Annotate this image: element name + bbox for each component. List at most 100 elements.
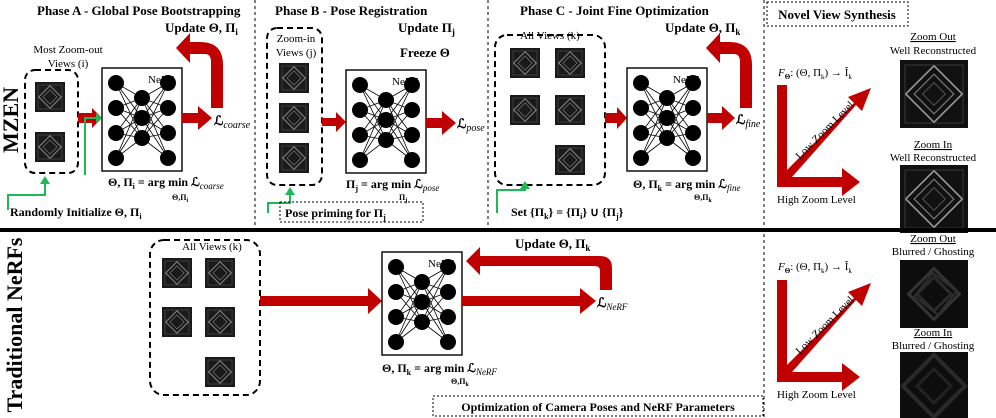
phase-b-thumb xyxy=(278,62,310,94)
phase-a-init-connector xyxy=(7,117,100,210)
phase-c-thumb xyxy=(554,144,586,176)
nvs-mzen-out-image xyxy=(899,59,969,129)
nvs-trad-out-title: Zoom Out xyxy=(910,233,956,245)
phase-c-feedback-arrow xyxy=(706,33,752,108)
trad-thumb xyxy=(161,257,193,289)
phase-c-output-arrow xyxy=(707,106,735,130)
phase-a-thumb xyxy=(34,81,66,113)
nvs-right-arrow xyxy=(777,168,860,196)
nvs-trad-right-arrow xyxy=(777,363,860,391)
phase-a-init-label: Randomly Initialize Θ, Πi xyxy=(10,205,142,221)
trad-caption: Optimization of Camera Poses and NeRF Pa… xyxy=(461,400,735,414)
phase-b-output-arrow xyxy=(426,111,456,135)
nvs-mzen: Novel View Synthesis FΘ: (Θ, Πk) → Îk Lo… xyxy=(766,1,977,234)
nvs-vertical-arrow xyxy=(777,85,787,187)
nvs-trad-in-desc: Blurred / Ghosting xyxy=(892,340,975,352)
trad-thumb xyxy=(204,306,236,338)
phase-a-equation: Θ, Πi = arg min ℒcoarse xyxy=(108,175,224,191)
row-label-traditional: Traditional NeRFs xyxy=(2,237,27,412)
nvs-mzen-out-desc: Well Reconstructed xyxy=(890,45,977,57)
phase-b-freeze: Freeze Θ xyxy=(400,45,450,60)
phase-a-thumb xyxy=(34,131,66,163)
phase-b-loss: ℒpose xyxy=(457,116,485,134)
nvs-title-box xyxy=(766,1,909,27)
phase-b-thumb xyxy=(278,142,310,174)
nvs-mzen-in-desc: Well Reconstructed xyxy=(890,152,977,164)
phase-b-equation-under: Πj xyxy=(399,193,407,204)
phase-b-views-box xyxy=(266,27,323,186)
trad-views-label: All Views (k) xyxy=(182,241,242,253)
trad-views-box xyxy=(149,239,261,396)
phase-c-input-arrow xyxy=(605,107,627,129)
phase-a: Phase A - Global Pose Bootstrapping Upda… xyxy=(7,3,251,221)
nvs-low-zoom: Low Zoom Level xyxy=(794,99,857,162)
trad-thumb xyxy=(161,306,193,338)
nvs-formula: FΘ: (Θ, Πk) → Îk xyxy=(777,67,852,81)
phase-b-title: Phase B - Pose Registration xyxy=(275,3,428,18)
phase-b-input-arrow xyxy=(322,112,346,132)
nvs-trad-low-zoom: Low Zoom Level xyxy=(794,294,857,357)
phase-b-nerf-label: NeRF xyxy=(392,76,418,88)
phase-b: Phase B - Pose Registration Update Πj Fr… xyxy=(266,3,485,223)
phase-c-set-label: Set {Πk} = {Πi} ∪ {Πj} xyxy=(511,205,624,221)
nvs-traditional: FΘ: (Θ, Πk) → Îk Low Zoom Level High Zoo… xyxy=(777,233,975,418)
trad-caption-box xyxy=(432,395,764,417)
phase-c-equation: Θ, Πk = arg min ℒfine xyxy=(633,177,740,193)
trad-update: Update Θ, Πk xyxy=(515,236,590,253)
nvs-mzen-out-title: Zoom Out xyxy=(910,31,956,43)
trad-equation: Θ, Πk = arg min ℒNeRF xyxy=(382,361,497,377)
phase-b-update: Update Πj xyxy=(398,20,455,37)
phase-a-equation-under: Θ,Πi xyxy=(172,193,188,204)
phase-c-update: Update Θ, Πk xyxy=(665,20,740,37)
phase-c-thumb xyxy=(554,94,586,126)
nvs-up-arrow xyxy=(777,88,871,186)
nvs-trad-in-title: Zoom In xyxy=(914,327,953,339)
nvs-trad-vertical-arrow xyxy=(777,280,787,382)
phase-c-thumb xyxy=(509,47,541,79)
nvs-mzen-in-title: Zoom In xyxy=(914,139,953,151)
phase-b-priming-arrowhead xyxy=(285,187,295,195)
phase-a-output-arrow xyxy=(182,106,212,130)
trad-nerf-label: NeRF xyxy=(428,258,454,270)
nvs-trad-up-arrow xyxy=(777,283,871,381)
phase-b-thumb xyxy=(278,102,310,134)
phase-c-views-box xyxy=(494,34,606,186)
phase-c-thumb xyxy=(509,94,541,126)
phase-c-title: Phase C - Joint Fine Optimization xyxy=(520,3,710,18)
phase-b-priming-connector xyxy=(267,192,291,213)
trad-thumb xyxy=(204,257,236,289)
nvs-trad-formula: FΘ: (Θ, Πk) → Îk xyxy=(777,261,852,275)
nvs-trad-out-image xyxy=(898,258,970,330)
nvs-high-zoom: High Zoom Level xyxy=(777,194,856,206)
phase-c-loss: ℒfine xyxy=(736,112,761,130)
nvs-trad-out-desc: Blurred / Ghosting xyxy=(892,246,975,258)
phase-c-set-arrowhead xyxy=(520,181,530,189)
phase-c-views-label: All Views (k) xyxy=(520,30,580,42)
row-label-mzen: MZEN xyxy=(0,87,23,153)
trad-equation-under: Θ,Πk xyxy=(451,377,469,388)
trad-loss: ℒNeRF xyxy=(597,295,628,312)
trad-thumb xyxy=(204,356,236,388)
phase-b-priming-label: Pose priming for Πj xyxy=(285,206,386,222)
phase-a-update: Update Θ, Πi xyxy=(165,20,238,37)
phase-a-nerf-label: NeRF xyxy=(148,74,174,86)
trad-feedback-arrow xyxy=(466,247,612,290)
phase-b-equation: Πj = arg min ℒpose xyxy=(346,177,439,193)
phase-c-equation-under: Θ,Πk xyxy=(694,193,712,204)
phase-a-title: Phase A - Global Pose Bootstrapping xyxy=(37,3,241,18)
phase-c-thumb xyxy=(554,47,586,79)
nvs-trad-high-zoom: High Zoom Level xyxy=(777,389,856,401)
nvs-title: Novel View Synthesis xyxy=(778,7,896,22)
traditional-pipeline: All Views (k) NeRF ℒNeRF Update Θ, Πk Θ,… xyxy=(149,236,764,417)
trad-output-arrow xyxy=(462,288,596,314)
nvs-trad-in-image xyxy=(898,350,970,418)
nvs-mzen-in-image xyxy=(899,164,969,234)
phase-c: Phase C - Joint Fine Optimization Update… xyxy=(494,3,761,221)
phase-a-feedback-arrow xyxy=(176,33,223,108)
phase-a-loss: ℒcoarse xyxy=(214,113,251,131)
phase-b-priming-box xyxy=(279,201,424,223)
